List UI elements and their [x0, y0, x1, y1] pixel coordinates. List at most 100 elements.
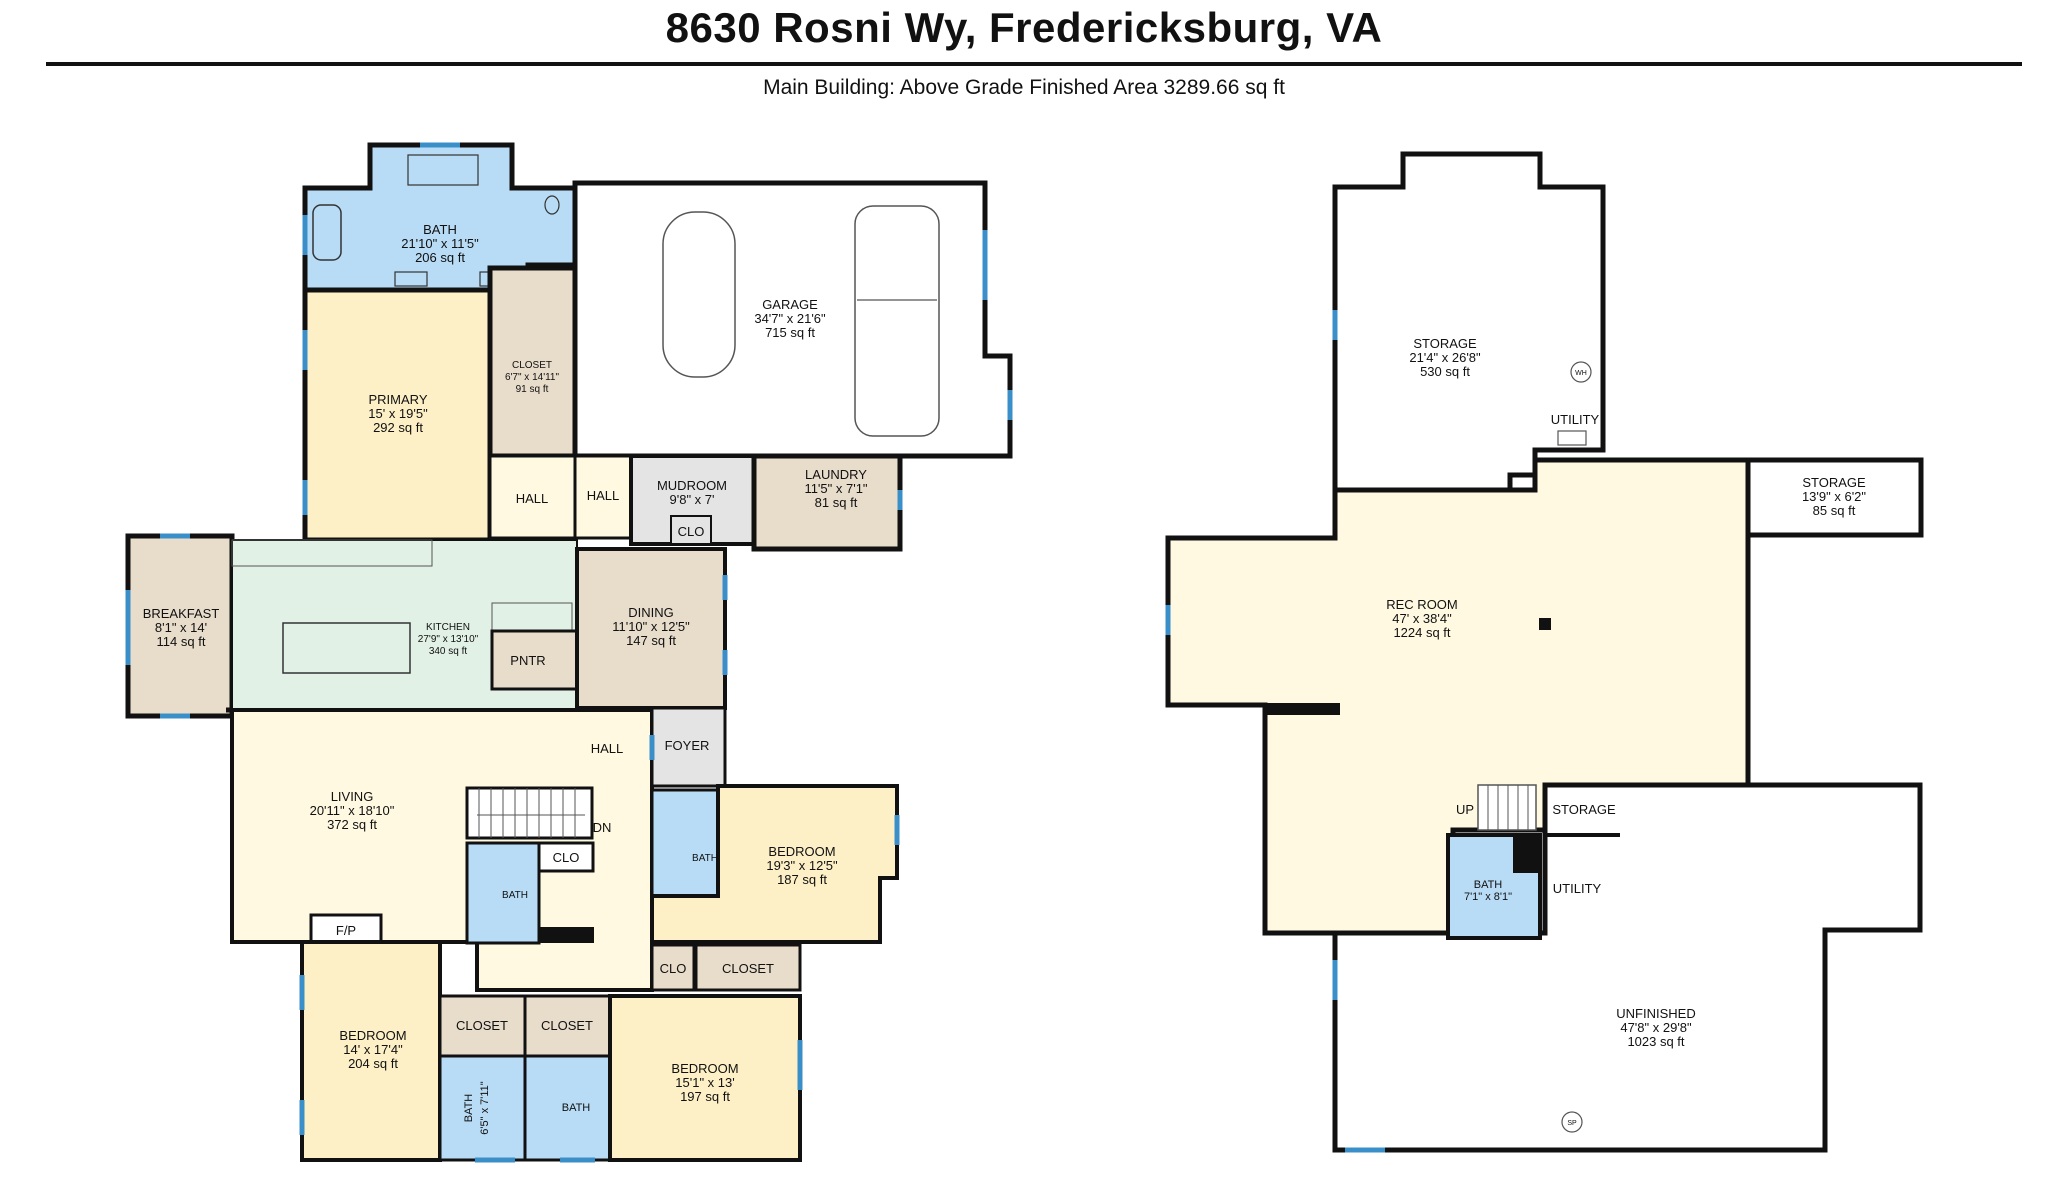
room-area: 81 sq ft [815, 495, 858, 510]
room-label: STORAGE [1802, 475, 1866, 490]
room-area: 340 sq ft [429, 646, 468, 657]
room-dims: 27'9" x 13'10" [418, 634, 479, 645]
sump-pump-icon [1561, 1111, 1583, 1133]
room-label: BATH [1474, 879, 1503, 891]
utility-panel-icon [1557, 430, 1587, 446]
main-floor-plan: BATH 21'10" x 11'5" 206 sq ft GARAGE 34'… [125, 142, 1013, 1163]
room-bedroom4 [608, 994, 802, 1162]
room-area: 372 sq ft [327, 817, 377, 832]
room-label: DINING [628, 605, 674, 620]
wall-block [1513, 835, 1540, 873]
shower-icon [407, 154, 479, 186]
room-label: UNFINISHED [1616, 1006, 1695, 1021]
room-label: CLOSET [722, 961, 774, 976]
room-dims: 9'8" x 7' [670, 492, 715, 507]
stairs [465, 786, 594, 840]
room-dims: 47' x 38'4" [1392, 611, 1452, 626]
room-area: 147 sq ft [626, 633, 676, 648]
room-clo [670, 515, 712, 545]
sink-icon [394, 271, 428, 287]
room-label: CLO [660, 961, 687, 976]
room-breakfast [125, 533, 235, 719]
room-label: KITCHEN [426, 622, 470, 633]
lower-floor-plan: STORAGE 21'4" x 26'8" 530 sq ft WH UTILI… [1165, 151, 1924, 1153]
room-label: UTILITY [1553, 881, 1602, 896]
room-laundry [751, 453, 903, 552]
car-icon [662, 211, 736, 378]
room-label: UTILITY [1551, 412, 1600, 427]
room-hall-bath [465, 841, 541, 945]
room-dining [575, 547, 727, 710]
room-label: BEDROOM [339, 1028, 406, 1043]
room-label: MUDROOM [657, 478, 727, 493]
room-label: LAUNDRY [805, 467, 867, 482]
room-label: CLO [553, 850, 580, 865]
room-label: CLOSET [456, 1018, 508, 1033]
room-label: BATH [692, 853, 718, 864]
room-area: 187 sq ft [777, 872, 827, 887]
room-label: WH [1575, 370, 1587, 377]
room-label: PRIMARY [369, 392, 428, 407]
room-area: 1224 sq ft [1393, 625, 1450, 640]
water-heater-icon [1570, 361, 1592, 383]
windows [1165, 310, 1385, 1153]
room-dims: 20'11" x 18'10" [310, 803, 395, 818]
room-label: REC ROOM [1386, 597, 1458, 612]
room-area: 85 sq ft [1813, 503, 1856, 518]
room-dims: 21'10" x 11'5" [401, 236, 479, 251]
toilet-icon [544, 195, 560, 215]
page-title: 8630 Rosni Wy, Fredericksburg, VA [665, 4, 1383, 51]
room-area: 204 sq ft [348, 1056, 398, 1071]
room-dims: 11'5" x 7'1" [804, 481, 867, 496]
windows [125, 142, 1013, 1163]
room-label: FOYER [665, 738, 710, 753]
room-label: CLOSET [512, 360, 552, 371]
room-dims: 6'7" x 14'11" [505, 372, 560, 383]
room-bath-bedroom2 [650, 788, 720, 898]
room-label: HALL [587, 488, 620, 503]
room-area: 1023 sq ft [1627, 1034, 1684, 1049]
truck-icon [854, 205, 940, 437]
room-label: DN [593, 820, 612, 835]
room-closet [438, 994, 527, 1058]
room-label: CLO [678, 524, 705, 539]
room-area: 114 sq ft [157, 634, 206, 649]
room-storage-upper [1332, 151, 1606, 493]
room-clo [650, 943, 696, 992]
room-label: UP [1456, 802, 1474, 817]
stairs-up [1477, 784, 1537, 831]
column-icon [1539, 618, 1551, 630]
room-label: BATH [463, 1094, 475, 1123]
wall-block [539, 927, 594, 943]
room-dims: 19'3" x 12'5" [766, 858, 838, 873]
room-label: STORAGE [1552, 802, 1616, 817]
room-label: SP [1567, 1120, 1577, 1127]
room-label: BATH [502, 890, 528, 901]
room-dims: 14' x 17'4" [343, 1042, 403, 1057]
room-label: F/P [336, 923, 356, 938]
title-divider [46, 62, 2022, 66]
room-label: HALL [591, 741, 624, 756]
room-label: GARAGE [762, 297, 818, 312]
room-area: 91 sq ft [516, 384, 549, 395]
room-dims: 15'1" x 13' [675, 1075, 734, 1090]
room-dims: 13'9" x 6'2" [1802, 489, 1866, 504]
room-label: BATH [423, 222, 457, 237]
room-area: 197 sq ft [680, 1089, 730, 1104]
room-storage-right [1745, 457, 1924, 538]
room-label: CLOSET [541, 1018, 593, 1033]
room-area: 206 sq ft [415, 250, 465, 265]
room-label: BATH [562, 1102, 591, 1114]
room-dims: 11'10" x 12'5" [612, 619, 690, 634]
bathtub-icon [312, 204, 342, 261]
room-dims: 7'1" x 8'1" [1464, 891, 1512, 903]
room-label: PNTR [510, 653, 545, 668]
room-label: STORAGE [1413, 336, 1477, 351]
room-pantry [490, 629, 579, 691]
room-label: BREAKFAST [143, 606, 220, 621]
room-closet [523, 994, 612, 1058]
room-dims: 15' x 19'5" [368, 406, 428, 421]
room-closet [694, 943, 802, 992]
room-label: LIVING [331, 789, 374, 804]
